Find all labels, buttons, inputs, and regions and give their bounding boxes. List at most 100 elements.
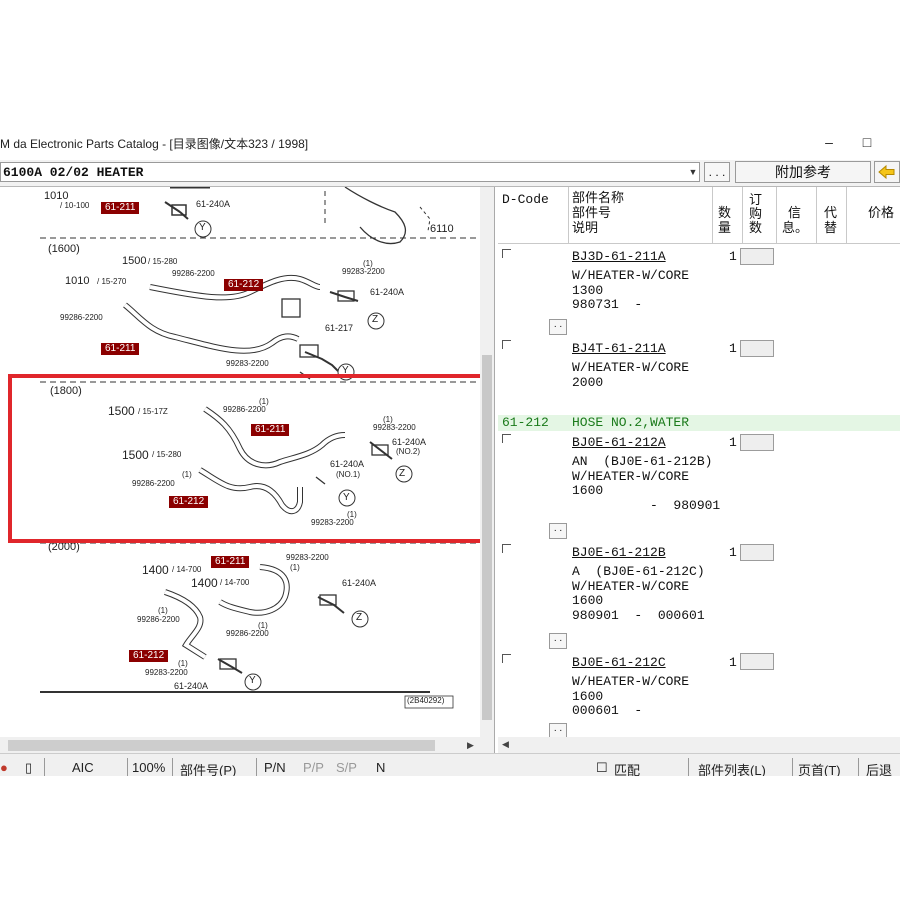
back-text-button[interactable]: 后退 bbox=[866, 763, 893, 776]
row-checkbox[interactable] bbox=[502, 654, 511, 663]
group-name: HOSE NO.2,WATER bbox=[572, 415, 690, 430]
qty-1d: (1) bbox=[182, 470, 192, 479]
header-order-3: 数 bbox=[749, 220, 763, 235]
order-qty-field[interactable] bbox=[740, 434, 774, 451]
section-combobox[interactable]: 6100A 02/02 HEATER bbox=[0, 162, 700, 182]
header-divider bbox=[776, 187, 777, 243]
n-toggle[interactable]: N bbox=[376, 760, 386, 775]
table-horizontal-scrollbar[interactable]: ◀ bbox=[498, 737, 900, 753]
part-number[interactable]: BJ0E-61-212C bbox=[572, 655, 666, 670]
header-qty-1: 数 bbox=[718, 205, 732, 220]
group-row[interactable]: 61-212 HOSE NO.2,WATER bbox=[498, 415, 900, 431]
status-divider bbox=[256, 758, 257, 776]
header-divider bbox=[712, 187, 713, 243]
additional-reference-button[interactable]: 附加参考 bbox=[735, 161, 871, 183]
pn-toggle[interactable]: P/N bbox=[264, 760, 286, 775]
part-description: W/HEATER-W/CORE 1300 980731 - bbox=[572, 268, 690, 312]
callout-61-212-b[interactable]: 61-212 bbox=[169, 496, 209, 508]
diagram-horizontal-scroll-thumb[interactable] bbox=[8, 740, 435, 751]
ref-61-240a: 61-240A bbox=[196, 199, 231, 209]
browse-button[interactable]: . . . bbox=[704, 162, 730, 182]
part-description: A (BJ0E-61-212C) W/HEATER-W/CORE 1600 98… bbox=[572, 564, 705, 623]
match-checkbox-label[interactable]: 匹配 bbox=[614, 763, 641, 776]
maximize-button[interactable]: □ bbox=[862, 134, 872, 150]
ref-99286-2200f: 99286-2200 bbox=[226, 629, 269, 638]
order-qty-field[interactable] bbox=[740, 340, 774, 357]
part-qty: 1 bbox=[729, 249, 737, 264]
row-checkbox[interactable] bbox=[502, 340, 511, 349]
marker-z-c: Z bbox=[356, 612, 363, 623]
status-divider bbox=[172, 758, 173, 776]
match-checkbox-box[interactable]: ☐ bbox=[596, 760, 608, 775]
toolbar: 6100A 02/02 HEATER ▼ . . . 附加参考 bbox=[0, 160, 900, 187]
part-number[interactable]: BJ4T-61-211A bbox=[572, 341, 666, 356]
ref-1500: 1500 bbox=[122, 255, 147, 267]
qty-1: (1) bbox=[363, 259, 373, 268]
title-bar: M da Electronic Parts Catalog - [目录图像/文本… bbox=[0, 128, 900, 158]
order-qty-field[interactable] bbox=[740, 248, 774, 265]
more-button[interactable]: . . bbox=[549, 523, 567, 539]
part-number-search[interactable]: 部件号(P) bbox=[180, 763, 237, 776]
ref-15-280: / 15-280 bbox=[148, 257, 178, 266]
row-checkbox[interactable] bbox=[502, 434, 511, 443]
document-icon[interactable]: ▯ bbox=[25, 760, 33, 775]
ref-15-270: / 15-270 bbox=[97, 277, 127, 286]
status-aic[interactable]: AIC bbox=[72, 760, 94, 775]
status-divider bbox=[44, 758, 45, 776]
page-top-button[interactable]: 页首(T) bbox=[798, 763, 841, 776]
marker-z-b: Z bbox=[399, 468, 406, 479]
callout-61-211-d[interactable]: 61-211 bbox=[211, 556, 250, 568]
chevron-down-icon[interactable]: ▼ bbox=[688, 167, 698, 177]
marker-z: Z bbox=[372, 314, 379, 325]
order-qty-field[interactable] bbox=[740, 544, 774, 561]
header-dcode: D-Code bbox=[502, 192, 549, 207]
note-no1: (NO.1) bbox=[336, 470, 360, 479]
minimize-button[interactable]: – bbox=[825, 134, 833, 150]
header-qty-2: 量 bbox=[718, 220, 732, 235]
header-sub-1: 代 bbox=[824, 205, 838, 220]
more-button[interactable]: . . bbox=[549, 319, 567, 335]
order-qty-field[interactable] bbox=[740, 653, 774, 670]
scroll-right-icon[interactable]: ▶ bbox=[467, 740, 474, 750]
arrow-left-icon bbox=[878, 164, 895, 180]
callout-61-211-b[interactable]: 61-211 bbox=[101, 343, 140, 355]
zoom-level[interactable]: 100% bbox=[132, 760, 166, 775]
group-code: 61-212 bbox=[502, 415, 549, 430]
ref-99286-2200: 99286-2200 bbox=[172, 269, 215, 278]
ref-1010: 1010 bbox=[44, 190, 69, 202]
header-info-1: 信 bbox=[788, 205, 802, 220]
part-qty: 1 bbox=[729, 545, 737, 560]
parts-list-button[interactable]: 部件列表(L) bbox=[698, 763, 766, 776]
more-button[interactable]: . . bbox=[549, 633, 567, 649]
ref-15-17z: / 15-17Z bbox=[138, 407, 168, 416]
status-divider bbox=[858, 758, 859, 776]
marker-y-b: Y bbox=[342, 365, 349, 376]
part-number[interactable]: BJ0E-61-212B bbox=[572, 545, 666, 560]
header-divider bbox=[742, 187, 743, 243]
ref-6110: 6110 bbox=[430, 223, 454, 235]
diagram-pane[interactable]: 1010 / 10-100 61-211 61-240A Y 6110 (160… bbox=[0, 187, 495, 753]
part-number[interactable]: BJ0E-61-212A bbox=[572, 435, 666, 450]
marker-y-c: Y bbox=[343, 492, 350, 503]
ref-61-240a-b: 61-240A bbox=[370, 287, 405, 297]
callout-61-211-c[interactable]: 61-211 bbox=[251, 424, 290, 436]
header-divider bbox=[816, 187, 817, 243]
part-number[interactable]: BJ3D-61-211A bbox=[572, 249, 666, 264]
pp-toggle[interactable]: P/P bbox=[303, 760, 324, 775]
header-divider bbox=[568, 187, 569, 243]
callout-61-212[interactable]: 61-212 bbox=[224, 279, 264, 291]
ref-1500-c: 1500 bbox=[108, 404, 135, 418]
header-order-2: 购 bbox=[749, 206, 763, 221]
back-button[interactable] bbox=[874, 161, 900, 183]
ref-14-700: / 14-700 bbox=[172, 565, 202, 574]
callout-61-211[interactable]: 61-211 bbox=[101, 202, 140, 214]
scroll-left-icon[interactable]: ◀ bbox=[502, 739, 509, 749]
diagram-vertical-scroll-thumb[interactable] bbox=[482, 355, 492, 720]
header-order-1: 订 bbox=[749, 192, 763, 207]
sp-toggle[interactable]: S/P bbox=[336, 760, 357, 775]
callout-61-212-c[interactable]: 61-212 bbox=[129, 650, 169, 662]
header-divider bbox=[846, 187, 847, 243]
row-checkbox[interactable] bbox=[502, 249, 511, 258]
ref-1400: 1400 bbox=[142, 563, 169, 577]
row-checkbox[interactable] bbox=[502, 544, 511, 553]
